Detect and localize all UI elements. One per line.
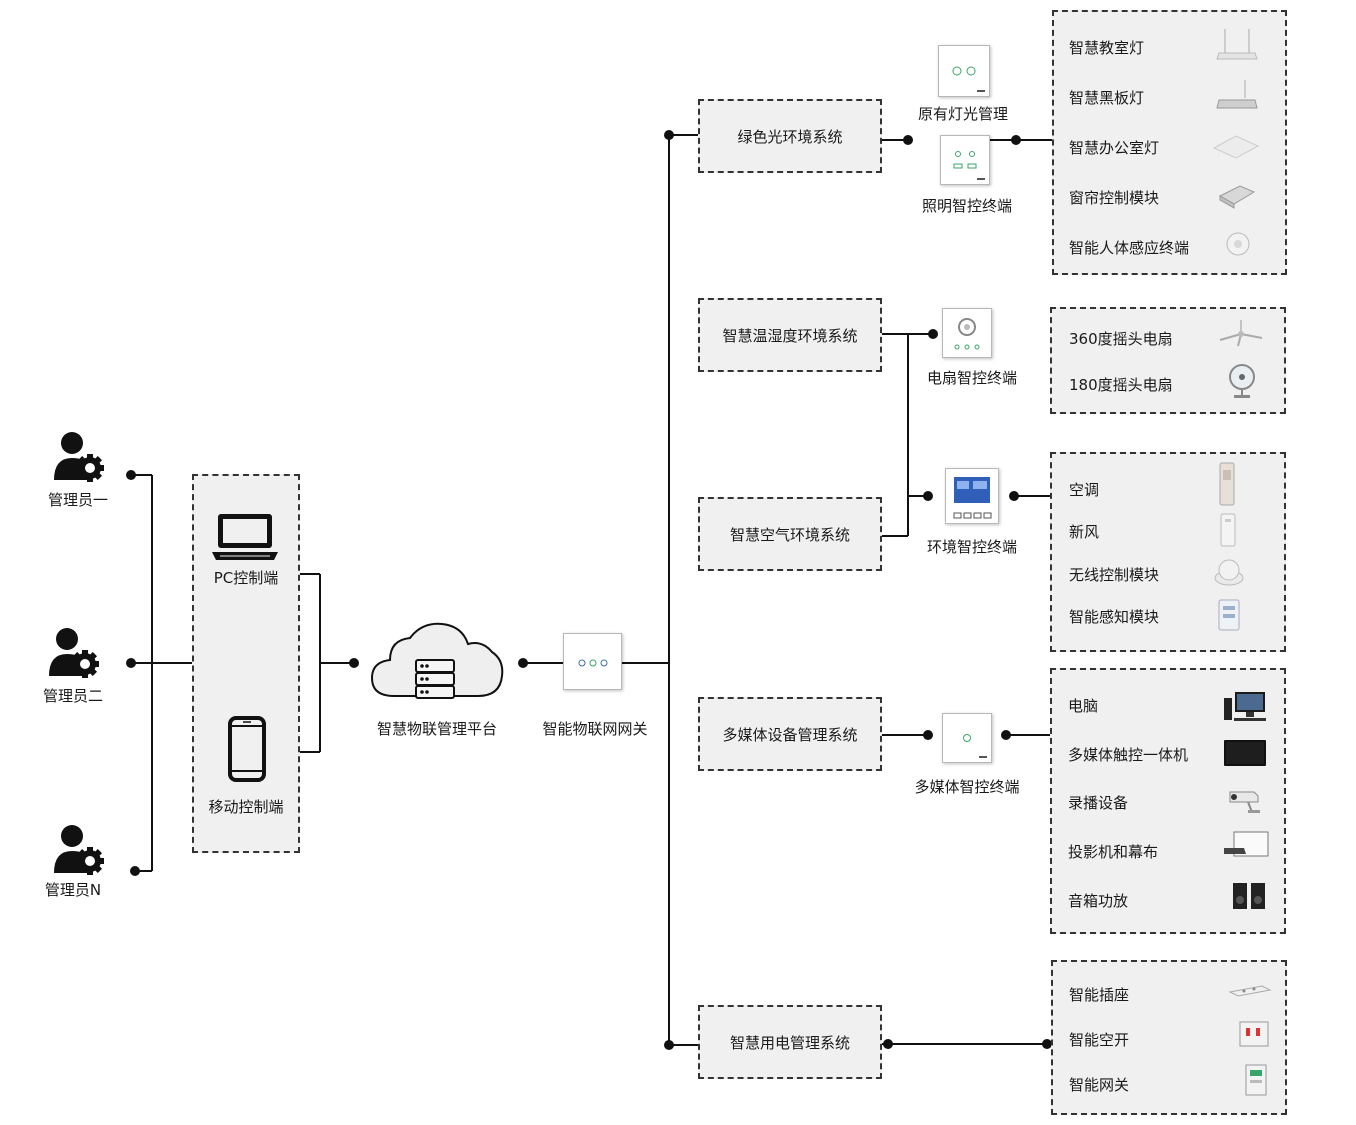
device-item: 智能插座 bbox=[1069, 986, 1130, 1004]
pc-client-label: PC控制端 bbox=[213, 569, 279, 587]
recording-camera-icon bbox=[1229, 791, 1260, 813]
ceiling-fan-icon bbox=[1219, 320, 1263, 347]
computer-icon bbox=[1224, 692, 1266, 721]
device-item: 智能空开 bbox=[1069, 1031, 1130, 1049]
system-box-power: 智慧用电管理系统 bbox=[698, 1005, 882, 1079]
body-sensor-icon bbox=[1226, 232, 1250, 256]
device-group-air bbox=[1050, 452, 1286, 652]
device-item: 录播设备 bbox=[1068, 794, 1129, 812]
system-box-temperature: 智慧温湿度环境系统 bbox=[698, 298, 882, 372]
device-item: 投影机和幕布 bbox=[1068, 843, 1159, 861]
device-item: 智慧黑板灯 bbox=[1069, 89, 1145, 107]
device-item: 空调 bbox=[1069, 481, 1100, 499]
speaker-amplifier-icon bbox=[1233, 883, 1265, 909]
device-item: 无线控制模块 bbox=[1069, 566, 1160, 584]
terminal-label-multimedia: 多媒体智控终端 bbox=[914, 778, 1020, 796]
device-item: 多媒体触控一体机 bbox=[1068, 746, 1189, 764]
device-item: 音箱功放 bbox=[1068, 892, 1129, 910]
office-light-icon bbox=[1212, 135, 1260, 159]
system-box-air: 智慧空气环境系统 bbox=[698, 497, 882, 571]
environment-terminal-icon bbox=[945, 468, 999, 524]
smart-socket-icon bbox=[1228, 985, 1272, 997]
curtain-module-icon bbox=[1218, 185, 1256, 209]
device-item: 智能网关 bbox=[1069, 1076, 1130, 1094]
admin-label-n: 管理员N bbox=[44, 881, 102, 899]
laptop-icon bbox=[212, 514, 278, 560]
device-item: 360度摇头电扇 bbox=[1069, 330, 1173, 348]
lighting-terminal-icon bbox=[940, 135, 990, 185]
admin-gear-icon bbox=[49, 628, 99, 678]
touch-display-icon bbox=[1224, 740, 1266, 766]
fan-terminal-icon bbox=[942, 308, 992, 358]
smart-breaker-icon bbox=[1239, 1021, 1269, 1047]
multimedia-terminal-icon bbox=[942, 713, 992, 763]
platform-label: 智慧物联管理平台 bbox=[376, 720, 497, 738]
device-item: 电脑 bbox=[1068, 697, 1099, 715]
projector-screen-icon bbox=[1224, 831, 1269, 857]
gateway-label: 智能物联网网关 bbox=[542, 720, 648, 738]
admin-label-1: 管理员一 bbox=[47, 491, 108, 509]
terminal-label-lighting: 照明智控终端 bbox=[921, 197, 1012, 215]
device-item: 智慧教室灯 bbox=[1069, 39, 1145, 57]
device-item: 智能感知模块 bbox=[1069, 608, 1160, 626]
terminal-label-existing-light: 原有灯光管理 bbox=[917, 105, 1008, 123]
admin-gear-icon bbox=[54, 825, 104, 875]
smart-gateway-module-icon bbox=[1245, 1064, 1267, 1096]
smartphone-icon bbox=[228, 716, 266, 782]
terminal-label-environment: 环境智控终端 bbox=[926, 538, 1017, 556]
device-item: 智能人体感应终端 bbox=[1069, 239, 1190, 257]
sensing-module-icon bbox=[1218, 599, 1240, 631]
classroom-light-icon bbox=[1216, 29, 1258, 60]
admin-label-2: 管理员二 bbox=[42, 687, 103, 705]
system-box-multimedia: 多媒体设备管理系统 bbox=[698, 697, 882, 771]
admin-gear-icon bbox=[54, 432, 104, 482]
desk-fan-icon bbox=[1229, 364, 1255, 398]
device-item: 智慧办公室灯 bbox=[1069, 139, 1160, 157]
device-item: 新风 bbox=[1069, 523, 1100, 541]
air-conditioner-icon bbox=[1219, 462, 1235, 506]
fresh-air-icon bbox=[1220, 513, 1236, 547]
light-panel-icon bbox=[938, 45, 990, 97]
gateway-panel-icon bbox=[563, 633, 622, 690]
cloud-server-icon bbox=[370, 622, 504, 699]
system-box-green-light: 绿色光环境系统 bbox=[698, 99, 882, 173]
blackboard-light-icon bbox=[1216, 80, 1258, 109]
device-item: 窗帘控制模块 bbox=[1069, 189, 1160, 207]
device-item: 180度摇头电扇 bbox=[1069, 376, 1173, 394]
wireless-module-icon bbox=[1214, 559, 1244, 586]
mobile-client-label: 移动控制端 bbox=[208, 798, 284, 816]
terminal-label-fan: 电扇智控终端 bbox=[926, 369, 1017, 387]
